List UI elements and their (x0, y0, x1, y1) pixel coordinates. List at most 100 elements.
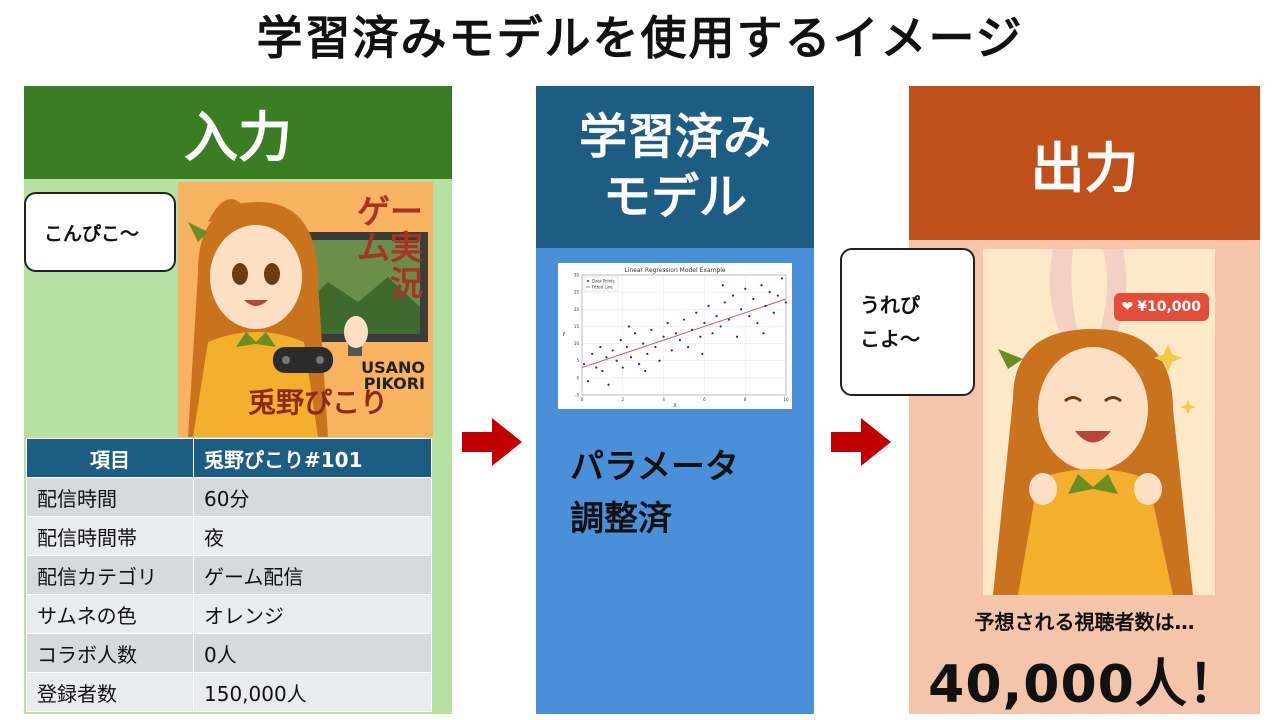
table-cell-value: 0人 (193, 633, 432, 673)
table-header-item: 項目 (26, 438, 194, 478)
data-point (691, 328, 694, 331)
table-header-row: 項目 兎野ぴこり#101 (26, 438, 432, 478)
table-cell-value: 60分 (193, 477, 432, 517)
prediction-label: 予想される視聴者数は… (974, 610, 1195, 634)
table-cell-value: オレンジ (193, 594, 432, 634)
data-point (760, 284, 763, 287)
table-cell-label: コラボ人数 (26, 633, 194, 673)
data-point (650, 328, 653, 331)
data-point (723, 301, 726, 304)
data-point (695, 311, 698, 314)
chart-points (582, 277, 788, 386)
table-cell-value: 夜 (193, 516, 432, 556)
table-row: 配信カテゴリ ゲーム配信 (26, 555, 432, 595)
data-point (595, 366, 598, 369)
table-row: 配信時間 60分 (26, 477, 432, 517)
data-point (748, 315, 751, 318)
data-point (599, 345, 602, 349)
data-point (686, 345, 690, 349)
data-point (591, 352, 594, 355)
data-point (678, 339, 682, 342)
data-point (654, 345, 657, 349)
chart-legend: Data Points Fitted Line (583, 276, 619, 292)
data-point (719, 325, 722, 328)
data-point (658, 359, 661, 362)
table-row: コラボ人数 0人 (26, 633, 432, 673)
table-header-value: 兎野ぴこり#101 (193, 438, 432, 478)
fitted-line (581, 298, 787, 369)
game-label: ゲーム実況 (357, 192, 423, 303)
data-point (776, 294, 779, 297)
table-cell-value: ゲーム配信 (193, 555, 432, 595)
table-row: 配信時間帯 夜 (26, 516, 432, 556)
y-tick-label: 5 (576, 358, 579, 363)
data-point (740, 308, 743, 311)
chart-frame (581, 274, 787, 396)
parameter-line1: パラメータ (570, 447, 739, 487)
data-point (629, 356, 633, 359)
stream-thumbnail-image: ゲーム実況 USANO PIKORI 兎野ぴこり (178, 182, 433, 437)
y-tick-label: 10 (574, 341, 580, 346)
table-row: サムネの色 オレンジ (26, 594, 432, 634)
superchat-badge: ❤ ¥10,000 (1113, 293, 1209, 321)
data-point (762, 332, 765, 335)
data-point (638, 363, 641, 366)
happy-streamer-image: ❤ ¥10,000 (983, 249, 1215, 595)
parameter-status: パラメータ 調整済 (570, 441, 739, 545)
data-point (752, 297, 755, 301)
model-heading: 学習済み モデル (536, 86, 814, 248)
data-point (731, 294, 735, 297)
x-tick-label: 4 (662, 397, 665, 402)
output-speech-line1: うれぴ (860, 293, 920, 317)
data-point (768, 291, 771, 294)
table-cell-label: 配信時間 (26, 477, 194, 517)
data-point (764, 304, 767, 307)
input-panel: 入力 ゲーム実況 USANO PIKORI 兎野ぴこり (24, 86, 452, 714)
data-point (699, 335, 702, 338)
parameter-line2: 調整済 (570, 499, 672, 539)
y-tick-label: 25 (574, 290, 580, 295)
prediction-value: 40,000人！ (928, 655, 1241, 715)
data-point (666, 321, 669, 325)
input-heading: 入力 (24, 86, 452, 179)
y-tick-label: 0 (576, 375, 579, 380)
data-point (582, 363, 586, 366)
y-tick-label: 30 (574, 273, 580, 278)
model-heading-line1: 学習済み (578, 109, 771, 165)
chart-grid (581, 274, 787, 396)
input-speech-text: こんぴこ〜 (44, 222, 140, 245)
data-point (642, 342, 645, 345)
x-tick-label: 10 (783, 397, 789, 402)
data-point (701, 352, 704, 355)
data-point (633, 332, 637, 335)
page-title: 学習済みモデルを使用するイメージ (256, 11, 1024, 65)
model-panel: 学習済み モデル Linear Regression Model Example… (536, 86, 814, 714)
data-point (619, 339, 622, 342)
data-point (646, 352, 649, 355)
data-point (756, 321, 759, 325)
heart-icon: ❤ (1121, 299, 1134, 315)
output-panel: 出力 ❤ ¥10,000 予想される視聴者数は… 40,000人！ (909, 86, 1260, 715)
data-point (644, 369, 647, 373)
output-speech-line2: こよ〜 (860, 327, 920, 351)
name-label: 兎野ぴこり (248, 386, 389, 419)
data-point (662, 335, 665, 338)
data-point (670, 349, 673, 352)
superchat-amount: ¥10,000 (1137, 299, 1201, 315)
y-tick-label: -5 (575, 393, 579, 398)
data-point (674, 332, 677, 335)
table-cell-label: 配信カテゴリ (26, 555, 194, 595)
input-parameter-table: 項目 兎野ぴこり#101 配信時間 60分 配信時間帯 夜 配信カテゴリ ゲーム… (26, 438, 432, 712)
data-point (682, 318, 686, 321)
x-tick-label: 2 (622, 397, 625, 402)
legend-data-points: Data Points (592, 279, 615, 284)
arrow-right-icon (831, 418, 891, 466)
data-point (611, 349, 614, 352)
data-point (607, 383, 610, 386)
y-tick-label: 15 (574, 324, 580, 329)
input-speech-bubble: こんぴこ〜 (24, 192, 176, 272)
chart-title: Linear Regression Model Example (624, 267, 726, 274)
